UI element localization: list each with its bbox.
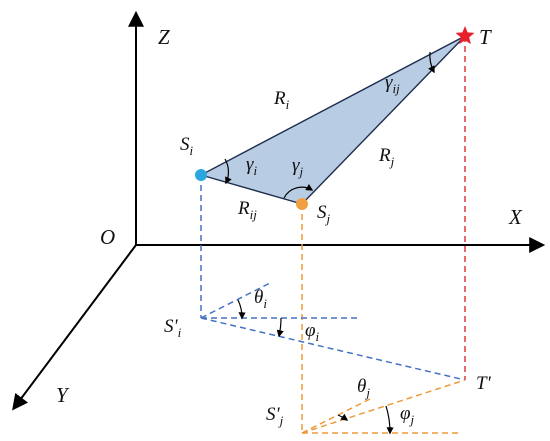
arc-gamma-i <box>224 158 232 185</box>
arc-gamma-j <box>283 183 314 199</box>
triangle-si-sj-t <box>199 35 466 205</box>
angle-gamma-j-label: γj <box>292 155 304 179</box>
angle-theta-j-label: θj <box>357 376 370 400</box>
arc-phi-i <box>276 317 284 338</box>
angle-phi-j-label: φj <box>400 403 415 427</box>
arc-theta-i <box>237 299 246 320</box>
angle-theta-i-label: θi <box>254 287 267 311</box>
sj-proj-upper-direction <box>301 397 373 434</box>
sensor-j-projection-label: S'j <box>266 404 284 428</box>
target-star-icon <box>455 26 475 45</box>
target-projection-label: T' <box>476 373 492 394</box>
sensor-j-label: Sj <box>317 202 331 226</box>
angle-gamma-i-label: γi <box>246 154 258 178</box>
angle-phi-i-label: φi <box>305 320 320 344</box>
origin-label: O <box>100 225 115 249</box>
arc-phi-j <box>385 405 394 435</box>
si-proj-to-sj-direction <box>200 281 273 319</box>
baseline-ij-label: Rij <box>237 198 257 222</box>
arc-gamma-ij <box>428 51 435 74</box>
point-si <box>195 169 207 181</box>
sj-proj-to-t-direction <box>301 379 466 434</box>
arc-theta-j <box>337 413 349 421</box>
range-j-label: Rj <box>378 145 395 169</box>
target-label: T <box>479 25 492 49</box>
y-axis <box>12 244 137 411</box>
axis-x-label: X <box>508 205 523 229</box>
range-i-label: Ri <box>273 88 290 112</box>
angle-gamma-ij-label: γij <box>385 72 400 96</box>
sensor-i-label: Si <box>180 134 194 158</box>
axis-y-label: Y <box>56 383 70 407</box>
point-sj <box>296 198 308 210</box>
axis-z-label: Z <box>158 25 170 49</box>
si-proj-to-t-direction <box>200 317 466 381</box>
sensor-i-projection-label: S'i <box>164 316 182 340</box>
